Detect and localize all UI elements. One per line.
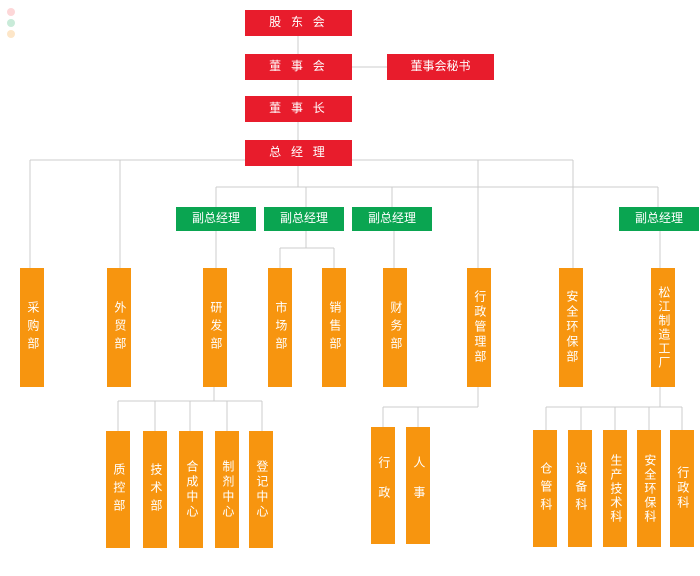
rnd-unit-label: 质控部 — [111, 462, 126, 517]
rnd-unit-synthesis: 合成中心 — [179, 431, 203, 548]
factory-unit-label: 行政科 — [675, 466, 690, 511]
factory-unit-label: 生产技术科 — [608, 453, 623, 524]
dept-purchasing-label: 采购部 — [25, 300, 40, 355]
rnd-unit-label: 技术部 — [148, 462, 163, 517]
dept-rnd: 研发部 — [203, 268, 227, 387]
board-box: 董 事 会 — [245, 54, 352, 80]
rnd-unit-label: 合成中心 — [184, 459, 199, 520]
rnd-unit-technology: 技术部 — [143, 431, 167, 548]
admin-unit-administration: 行政 — [371, 427, 395, 544]
rnd-unit-quality-control: 质控部 — [106, 431, 130, 548]
rnd-unit-label: 制剂中心 — [220, 459, 235, 520]
dept-factory-label: 松江制造工厂 — [656, 285, 671, 370]
dept-admin-label: 行政管理部 — [472, 290, 487, 365]
factory-unit-equipment: 设备科 — [568, 430, 592, 547]
factory-unit-label: 仓管科 — [538, 461, 553, 516]
dept-sales-label: 销售部 — [327, 300, 342, 355]
general-manager-box: 总 经 理 — [245, 140, 352, 166]
dept-sales: 销售部 — [322, 268, 346, 387]
factory-unit-warehouse: 仓管科 — [533, 430, 557, 547]
rnd-unit-registration: 登记中心 — [249, 431, 273, 548]
dept-foreign-trade: 外贸部 — [107, 268, 131, 387]
rnd-unit-formulation: 制剂中心 — [215, 431, 239, 548]
legend-dot-red — [7, 8, 15, 16]
dept-market: 市场部 — [268, 268, 292, 387]
factory-unit-label: 安全环保科 — [642, 453, 657, 524]
admin-unit-hr: 人事 — [406, 427, 430, 544]
dept-foreign-trade-label: 外贸部 — [112, 300, 127, 355]
dept-safety-label: 安全环保部 — [564, 290, 579, 365]
deputy-gm-1: 副总经理 — [176, 207, 256, 231]
dept-finance-label: 财务部 — [388, 300, 403, 355]
factory-unit-safety: 安全环保科 — [637, 430, 661, 547]
legend-dot-orange — [7, 30, 15, 38]
admin-unit-label: 人事 — [411, 455, 426, 516]
factory-unit-admin: 行政科 — [670, 430, 694, 547]
factory-unit-label: 设备科 — [573, 461, 588, 516]
deputy-gm-3: 副总经理 — [352, 207, 432, 231]
legend-dot-green — [7, 19, 15, 27]
dept-safety: 安全环保部 — [559, 268, 583, 387]
admin-unit-label: 行政 — [376, 455, 391, 516]
board-secretary-box: 董事会秘书 — [387, 54, 494, 80]
shareholders-box: 股 东 会 — [245, 10, 352, 36]
dept-factory: 松江制造工厂 — [651, 268, 675, 387]
factory-unit-production-tech: 生产技术科 — [603, 430, 627, 547]
rnd-unit-label: 登记中心 — [254, 459, 269, 520]
dept-admin: 行政管理部 — [467, 268, 491, 387]
dept-rnd-label: 研发部 — [208, 300, 223, 355]
dept-purchasing: 采购部 — [20, 268, 44, 387]
dept-market-label: 市场部 — [273, 300, 288, 355]
deputy-gm-2: 副总经理 — [264, 207, 344, 231]
deputy-gm-4: 副总经理 — [619, 207, 699, 231]
dept-finance: 财务部 — [383, 268, 407, 387]
chairman-box: 董 事 长 — [245, 96, 352, 122]
